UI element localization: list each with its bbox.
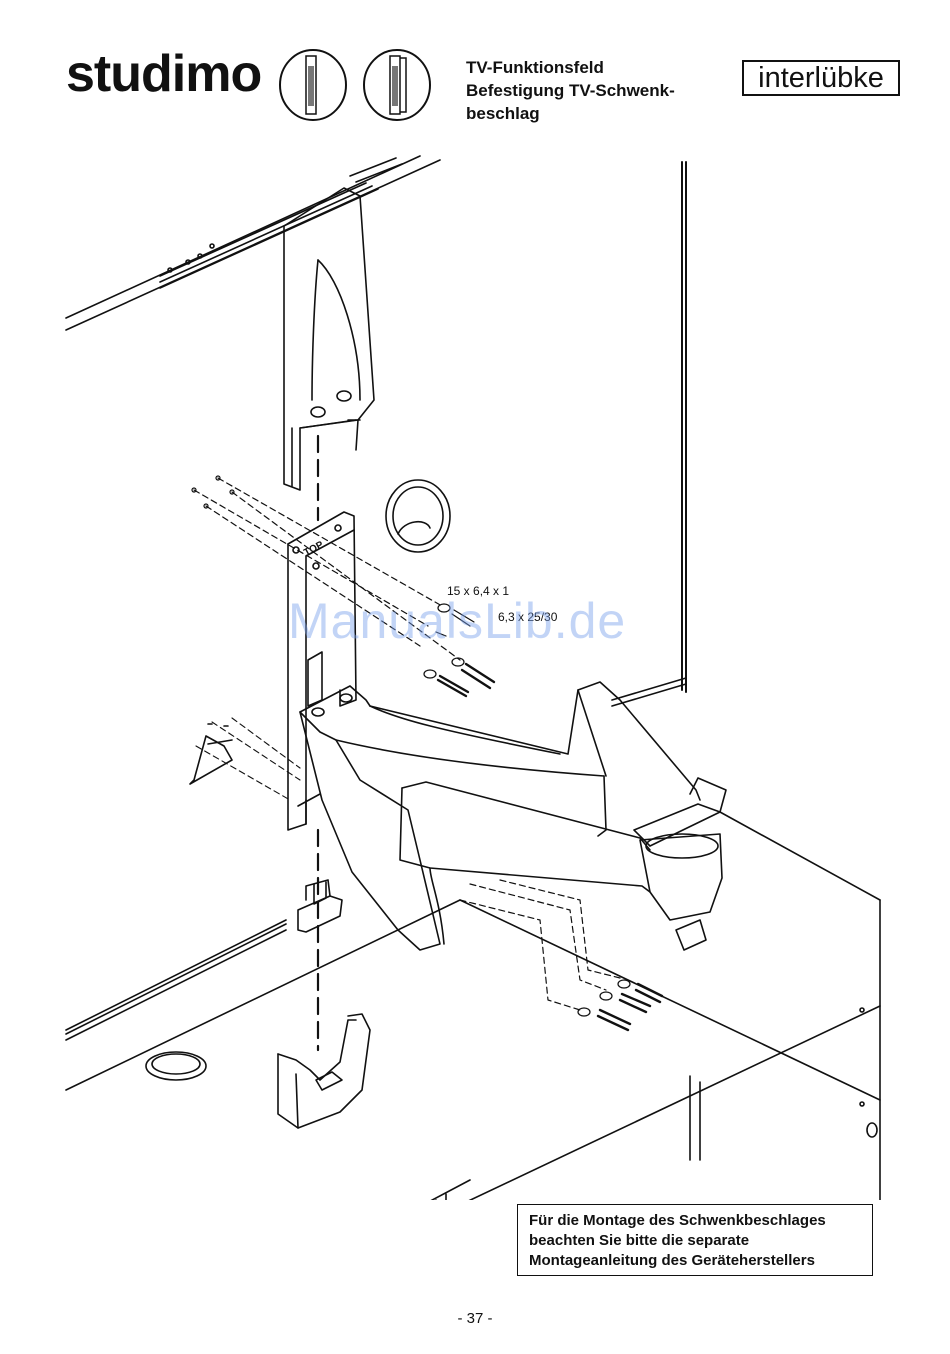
top-cover — [284, 188, 374, 490]
note-line-3: Montageanleitung des Geräteherstellers — [529, 1251, 861, 1271]
manufacturer-logo: interlübke — [742, 60, 900, 96]
assembly-note: Für die Montage des Schwenkbeschlages be… — [517, 1204, 873, 1276]
note-line-1: Für die Montage des Schwenkbeschlages — [529, 1211, 861, 1231]
watermark-text: ManualsLib.de — [288, 592, 626, 650]
svg-text:TOP: TOP — [302, 539, 325, 558]
header-title-line-2: Befestigung TV-Schwenk- — [466, 79, 675, 102]
header-title-line-3: beschlag — [466, 102, 675, 125]
note-line-2: beachten Sie bitte die separate — [529, 1231, 861, 1251]
header-title: TV-Funktionsfeld Befestigung TV-Schwenk-… — [466, 56, 675, 125]
bottom-panel — [66, 812, 880, 1200]
cable-grommet — [386, 480, 450, 552]
tv-swivel-arm — [300, 682, 726, 950]
mounting-plate: TOP — [288, 512, 356, 830]
header-title-line-1: TV-Funktionsfeld — [466, 56, 675, 79]
cabinet-door-badge-icon — [362, 48, 432, 122]
page-number: - 37 - — [0, 1310, 950, 1327]
wall-clip — [190, 718, 300, 800]
guide-clip — [298, 880, 342, 932]
top-panel — [66, 156, 440, 330]
lower-screws — [460, 880, 662, 1030]
cabinet-badge-icon — [278, 48, 348, 122]
assembly-drawing: TOP — [0, 140, 950, 1200]
bottom-cover — [278, 1014, 370, 1128]
brand-name: studimo — [66, 48, 261, 100]
